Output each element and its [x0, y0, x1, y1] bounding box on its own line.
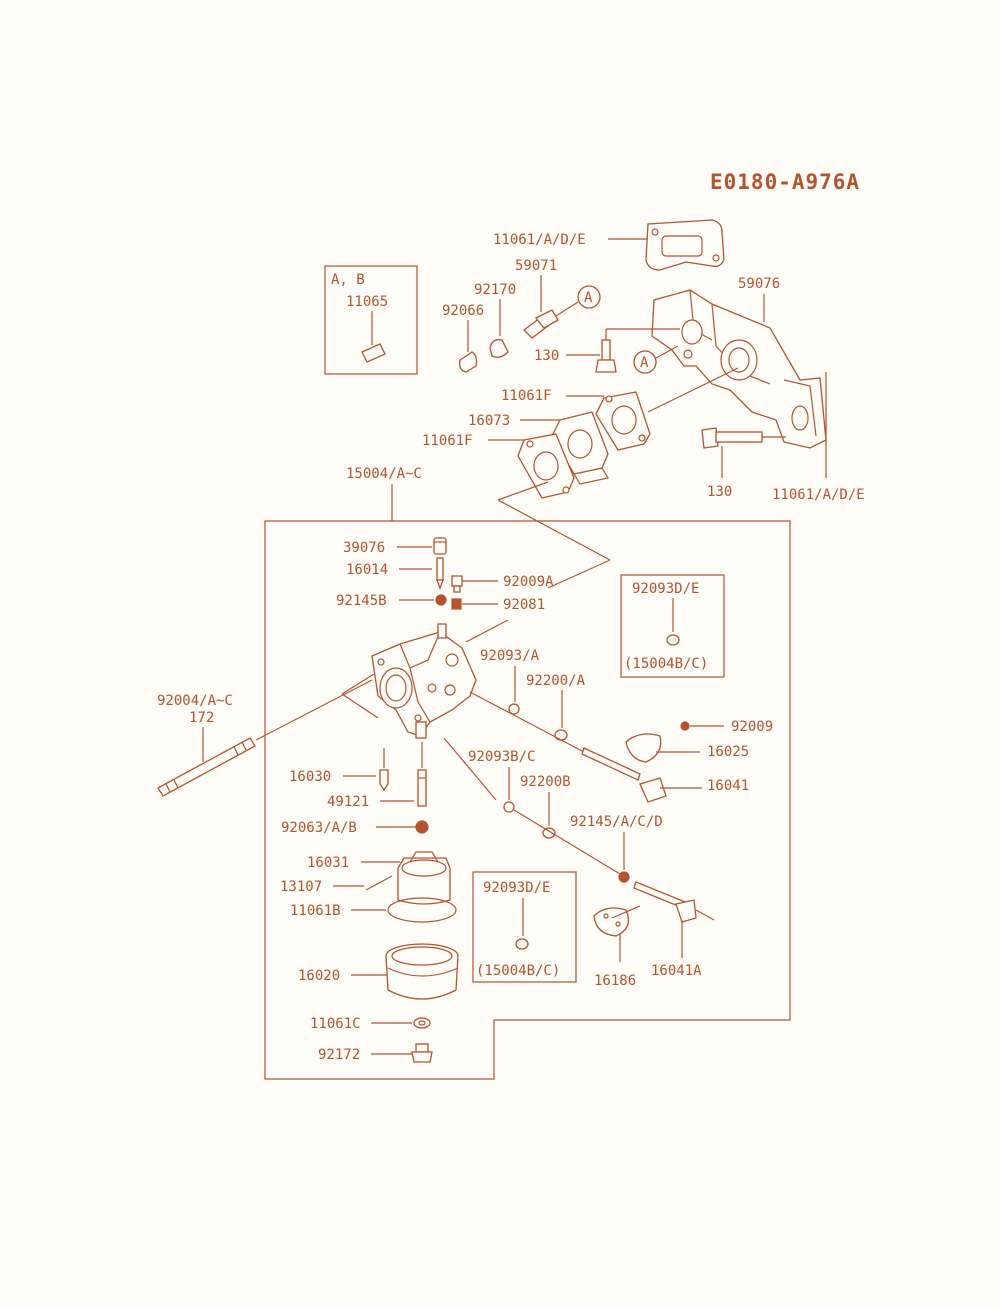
- part-shaft-16041a: [633, 881, 715, 923]
- part-cap-39076: [433, 537, 447, 555]
- gasket-11061-top: [645, 219, 725, 271]
- label-92009: 92009: [731, 719, 773, 735]
- part-carburetor-body: [371, 623, 477, 739]
- label-130-right: 130: [707, 484, 732, 500]
- gasket-11061f-top: [595, 391, 651, 451]
- label-15004: 15004/A~C: [346, 466, 422, 482]
- label-16020: 16020: [298, 968, 340, 984]
- label-92145b: 92145B: [336, 593, 387, 609]
- part-bolt-92172: [411, 1043, 433, 1063]
- diagram-id: E0180-A976A: [710, 170, 860, 194]
- label-130-top: 130: [534, 348, 559, 364]
- part-spring-92145b: [435, 594, 447, 606]
- inset-box-92093-top: 92093D/E (15004B/C): [620, 574, 725, 678]
- part-bolt-130-right: [701, 427, 763, 449]
- label-11061c: 11061C: [310, 1016, 361, 1032]
- label-92200b: 92200B: [520, 774, 571, 790]
- part-spring-92081: [451, 598, 462, 610]
- part-screw-92009: [680, 721, 690, 731]
- part-pin-11065: [361, 343, 386, 363]
- inset-bottom-part: 92093D/E: [483, 880, 550, 896]
- carburetor-assembly-frame: [264, 520, 791, 1080]
- part-seal-92063: [415, 820, 429, 834]
- label-92145acd: 92145/A/C/D: [570, 814, 663, 830]
- label-59076: 59076: [738, 276, 780, 292]
- label-92093bc: 92093B/C: [468, 749, 535, 765]
- label-16186: 16186: [594, 973, 636, 989]
- label-11061f-bottom: 11061F: [422, 433, 473, 449]
- label-16025: 16025: [707, 744, 749, 760]
- gasket-11061f-bottom: [517, 433, 575, 499]
- part-seal-92093bc: [503, 801, 515, 813]
- part-manifold-59076: [651, 289, 827, 449]
- label-11061-ade-bottom: 11061/A/D/E: [772, 487, 865, 503]
- part-plate-16186: [593, 907, 630, 937]
- part-plate-16025: [625, 733, 662, 763]
- label-92170: 92170: [474, 282, 516, 298]
- part-washer-92200a: [554, 729, 568, 741]
- callout-a-top-letter: A: [584, 290, 593, 306]
- label-172: 172: [189, 710, 214, 726]
- label-92093a: 92093/A: [480, 648, 540, 664]
- part-needle-16014: [436, 557, 444, 590]
- label-11065: 11065: [346, 294, 388, 310]
- label-16030: 16030: [289, 769, 331, 785]
- label-16041a: 16041A: [651, 963, 702, 979]
- label-16073: 16073: [468, 413, 510, 429]
- part-tube-49121: [417, 769, 427, 807]
- label-49121: 49121: [327, 794, 369, 810]
- part-spring-92145acd: [618, 871, 630, 883]
- part-seal-92093a: [508, 703, 520, 715]
- callout-a-bottom: [633, 350, 657, 374]
- label-92200a: 92200/A: [526, 673, 586, 689]
- part-pin-13107: [365, 875, 393, 891]
- inset-header: A, B: [331, 272, 365, 288]
- inset-box-92093-bottom: 92093D/E (15004B/C): [472, 871, 577, 983]
- inset-top-part: 92093D/E: [632, 581, 699, 597]
- label-92066: 92066: [442, 303, 484, 319]
- label-11061b: 11061B: [290, 903, 341, 919]
- callout-a-bottom-letter: A: [640, 355, 649, 371]
- inset-box-ab: A, B 11065: [324, 265, 418, 375]
- inset-bottom-note: (15004B/C): [476, 963, 560, 979]
- part-screw-92009a: [451, 575, 463, 593]
- label-92004: 92004/A~C: [157, 693, 233, 709]
- label-92063: 92063/A/B: [281, 820, 357, 836]
- part-jet-16030: [379, 769, 389, 792]
- part-bolt-130-top: [595, 339, 617, 373]
- label-59071: 59071: [515, 258, 557, 274]
- part-gasket-11061b: [387, 897, 457, 923]
- part-shaft-16041: [581, 747, 667, 803]
- part-nipple-59071: [523, 309, 559, 339]
- part-float-16031: [397, 851, 451, 905]
- label-13107: 13107: [280, 879, 322, 895]
- part-bowl-16020: [385, 943, 459, 1000]
- label-16014: 16014: [346, 562, 388, 578]
- label-16031: 16031: [307, 855, 349, 871]
- label-92081: 92081: [503, 597, 545, 613]
- part-washer-92200b: [542, 827, 556, 839]
- label-92172: 92172: [318, 1047, 360, 1063]
- label-11061-ade-top: 11061/A/D/E: [493, 232, 586, 248]
- label-16041: 16041: [707, 778, 749, 794]
- callout-a-top: [577, 285, 601, 309]
- part-tube-92066: [458, 351, 478, 373]
- label-92009a: 92009A: [503, 574, 554, 590]
- inset-top-note: (15004B/C): [624, 656, 708, 672]
- label-39076: 39076: [343, 540, 385, 556]
- part-stud-92004: [157, 737, 256, 797]
- part-clip-92170: [489, 339, 509, 358]
- label-11061f-top: 11061F: [501, 388, 552, 404]
